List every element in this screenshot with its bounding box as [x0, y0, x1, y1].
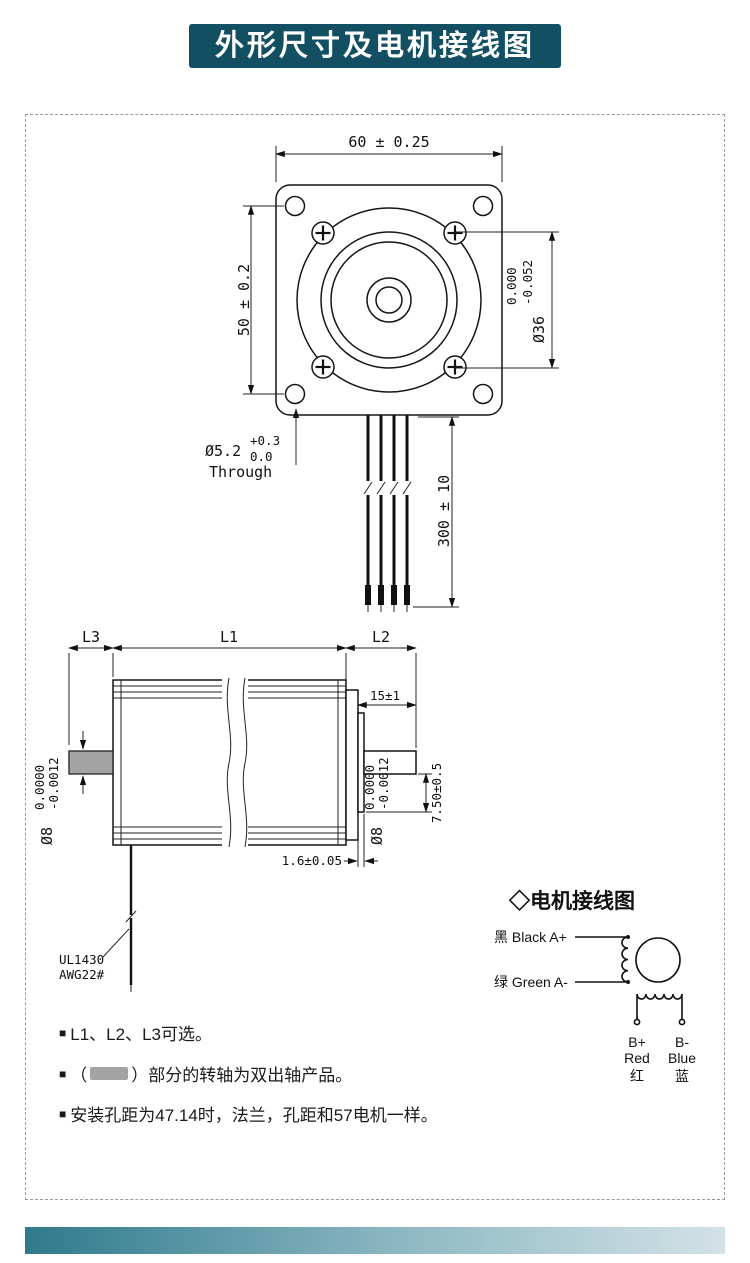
dim-front-shaft-length-label: 15±1	[370, 688, 400, 703]
gray-shaft-swatch	[90, 1067, 129, 1080]
dim-rear-shaft-tol-lower: -0.0012	[46, 757, 61, 810]
dim-front-shaft-tol-upper: 0.0000	[362, 765, 377, 810]
note-1-text: L1、L2、L3可选。	[70, 1025, 212, 1044]
dim-hole-tol-upper: +0.3	[250, 433, 280, 448]
bullet-icon: ■	[59, 1106, 67, 1121]
dim-hole-spacing-label: 50 ± 0.2	[235, 264, 253, 336]
dim-lead-length-label: 300 ± 10	[435, 475, 453, 547]
wire-spec-line1: UL1430	[59, 952, 104, 967]
dim-rear-shaft-dia-label: Ø8	[38, 827, 56, 845]
b-plus-color-cn: 红	[630, 1068, 644, 1084]
lead-wires	[363, 415, 412, 612]
phase-a-coil	[621, 936, 629, 983]
wire-spec-line2: AWG22#	[59, 967, 105, 982]
dim-lead-length: 300 ± 10	[413, 416, 459, 608]
mounting-holes	[284, 195, 494, 405]
wiring-title: ◇电机接线图	[508, 889, 635, 913]
phase-a-plus-label: 黑 Black A+	[494, 929, 567, 945]
note-2-prefix: （	[70, 1066, 88, 1085]
dim-front-shaft-tol-lower: -0.0012	[376, 757, 391, 810]
break-gap	[222, 677, 248, 848]
dim-hole-note: Through	[209, 463, 272, 481]
dim-lengths: L3 L1 L2	[68, 628, 417, 748]
dim-pilot-tol-lower: -0.052	[520, 260, 535, 305]
dim-front-shaft-dia-label: Ø8	[368, 827, 386, 845]
technical-drawing: 60 ± 0.25 50 ± 0.2 Ø36 0.000	[32, 133, 696, 1084]
dim-rear-shaft-tol-upper: 0.0000	[32, 765, 47, 810]
dim-shaft-step-label: 7.50±0.5	[429, 763, 444, 823]
side-view: L3 L1 L2	[32, 628, 444, 992]
phase-b-coil	[636, 993, 683, 1000]
dim-shaft-step: 7.50±0.5	[366, 763, 444, 823]
b-minus-color-cn: 蓝	[675, 1068, 689, 1084]
drawing-frame: 60 ± 0.25 50 ± 0.2 Ø36 0.000	[25, 114, 725, 1200]
dim-boss-thickness: 1.6±0.05	[282, 814, 378, 868]
dim-hole-label: Ø5.2	[205, 442, 241, 460]
page-title-banner: 外形尺寸及电机接线图	[188, 24, 562, 68]
phillips-screw-icons	[311, 221, 467, 379]
dim-width: 60 ± 0.25	[275, 133, 503, 182]
dim-l1-label: L1	[220, 628, 238, 646]
dim-l3-label: L3	[82, 628, 100, 646]
dim-pilot-tol-upper: 0.000	[504, 267, 519, 305]
page-title: 外形尺寸及电机接线图	[214, 30, 536, 62]
b-plus-color-en: Red	[624, 1050, 650, 1066]
bullet-icon: ■	[59, 1025, 67, 1040]
terminal-b-plus	[633, 1018, 641, 1026]
front-shaft	[363, 750, 417, 775]
phase-a-minus-label: 绿 Green A-	[494, 974, 568, 990]
bullet-icon: ■	[59, 1066, 67, 1081]
footer-gradient-bar	[25, 1227, 725, 1254]
motor-rotor-circle	[635, 937, 681, 983]
note-2-suffix: ）部分的转轴为双出轴产品。	[131, 1066, 353, 1085]
note-3-text: 安装孔距为47.14时，法兰，孔距和57电机一样。	[70, 1106, 438, 1125]
dim-hole: Ø5.2 +0.3 0.0 Through	[205, 408, 300, 481]
dim-pilot-label: Ø36	[530, 316, 548, 343]
front-view: 60 ± 0.25 50 ± 0.2 Ø36 0.000	[205, 133, 559, 612]
dim-l2-label: L2	[372, 628, 390, 646]
b-minus-color-en: Blue	[668, 1050, 696, 1066]
note-1: ■ L1、L2、L3可选。	[59, 1020, 212, 1045]
flange	[345, 689, 359, 841]
dim-hole-tol-lower: 0.0	[250, 449, 273, 464]
dim-rear-shaft-dia: 0.0000 -0.0012 Ø8	[32, 731, 87, 845]
dim-front-shaft-length: 15±1	[357, 688, 417, 748]
dim-hole-spacing: 50 ± 0.2	[235, 205, 284, 395]
rear-shaft-optional	[68, 750, 114, 775]
dim-front-shaft-dia: 0.0000 -0.0012 Ø8	[362, 757, 391, 845]
note-2: ■ （ ）部分的转轴为双出轴产品。	[59, 1061, 352, 1086]
dim-width-label: 60 ± 0.25	[348, 133, 429, 151]
terminal-b-minus	[678, 1018, 686, 1026]
dim-boss-thickness-label: 1.6±0.05	[282, 853, 342, 868]
b-minus-label: B-	[675, 1034, 689, 1050]
note-3: ■ 安装孔距为47.14时，法兰，孔距和57电机一样。	[59, 1101, 438, 1126]
side-lead-wire: UL1430 AWG22#	[59, 845, 137, 992]
dim-pilot: Ø36 0.000 -0.052	[456, 231, 559, 369]
wiring-diagram: ◇电机接线图 黑 Black A+ 绿 Green A- B+ Red 红 B-…	[494, 889, 696, 1084]
b-plus-label: B+	[628, 1034, 646, 1050]
